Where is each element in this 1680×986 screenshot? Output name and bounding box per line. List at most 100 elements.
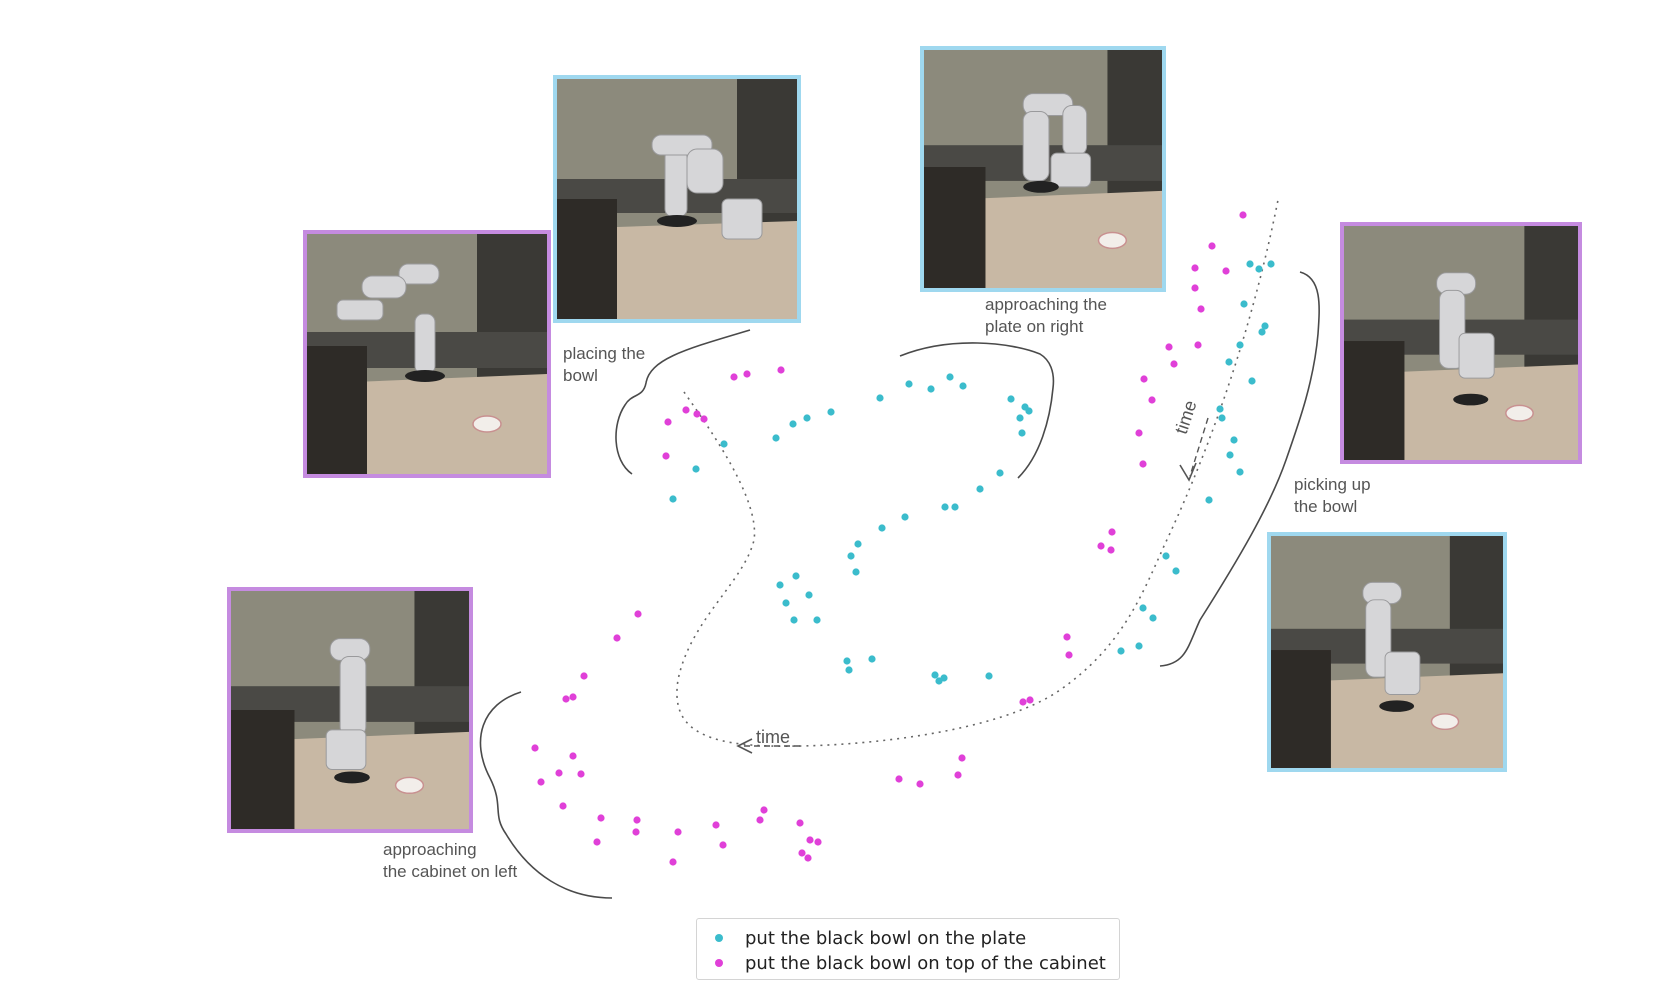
- point-cabinet-49: [796, 819, 804, 827]
- point-plate-14: [1016, 414, 1024, 422]
- frame-placing-bowl-left: [303, 230, 551, 478]
- point-plate-45: [1236, 341, 1244, 349]
- point-cabinet-6: [1165, 343, 1173, 351]
- point-cabinet-2: [1191, 264, 1199, 272]
- label-approaching-plate-line2: plate on right: [985, 317, 1084, 336]
- point-cabinet-51: [814, 838, 822, 846]
- point-plate-9: [927, 385, 935, 393]
- point-cabinet-42: [632, 828, 640, 836]
- time-arrow-right-head: [1179, 462, 1197, 482]
- point-cabinet-34: [569, 752, 577, 760]
- point-plate-50: [1218, 414, 1226, 422]
- point-cabinet-22: [777, 366, 785, 374]
- point-cabinet-39: [597, 814, 605, 822]
- point-cabinet-40: [633, 816, 641, 824]
- point-plate-46: [1258, 328, 1266, 336]
- point-plate-3: [772, 434, 780, 442]
- time-trajectory: [676, 199, 1279, 747]
- point-cabinet-32: [562, 695, 570, 703]
- point-cabinet-53: [804, 854, 812, 862]
- point-plate-4: [789, 420, 797, 428]
- point-plate-18: [976, 485, 984, 493]
- point-plate-43: [1240, 300, 1248, 308]
- point-plate-28: [805, 591, 813, 599]
- brace-placing-bowl: [615, 329, 751, 475]
- point-cabinet-31: [569, 693, 577, 701]
- point-cabinet-9: [1140, 375, 1148, 383]
- point-plate-55: [1172, 567, 1180, 575]
- brace-approaching-cabinet: [479, 691, 613, 899]
- point-plate-39: [1236, 468, 1244, 476]
- point-plate-53: [1205, 496, 1213, 504]
- point-cabinet-28: [634, 610, 642, 618]
- point-plate-44: [1261, 322, 1269, 330]
- point-cabinet-46: [719, 841, 727, 849]
- point-cabinet-27: [662, 452, 670, 460]
- point-plate-21: [901, 513, 909, 521]
- frame-approaching-plate: [920, 46, 1166, 292]
- point-cabinet-26: [700, 415, 708, 423]
- label-approaching-plate: approaching the plate on right: [985, 294, 1107, 338]
- label-time-bottom: time: [756, 727, 791, 747]
- brace-picking-up: [1159, 271, 1320, 667]
- point-plate-6: [827, 408, 835, 416]
- legend-marker-cabinet: [715, 959, 723, 967]
- point-cabinet-43: [674, 828, 682, 836]
- point-cabinet-38: [559, 802, 567, 810]
- label-approaching-cabinet-line1: approaching: [383, 840, 477, 859]
- point-plate-0: [669, 495, 677, 503]
- point-plate-19: [951, 503, 959, 511]
- point-plate-35: [931, 671, 939, 679]
- point-cabinet-36: [577, 770, 585, 778]
- legend: put the black bowl on the plate put the …: [696, 918, 1120, 980]
- point-cabinet-12: [1139, 460, 1147, 468]
- point-plate-59: [1135, 642, 1143, 650]
- point-plate-54: [1162, 552, 1170, 560]
- label-picking-up-line1: picking up: [1294, 475, 1371, 494]
- point-plate-42: [1267, 260, 1275, 268]
- point-plate-29: [782, 599, 790, 607]
- frame-picking-up-blue: [1267, 532, 1507, 772]
- point-plate-32: [843, 657, 851, 665]
- point-cabinet-15: [1107, 546, 1115, 554]
- point-plate-2: [720, 440, 728, 448]
- point-cabinet-3: [1222, 267, 1230, 275]
- point-cabinet-29: [613, 634, 621, 642]
- point-cabinet-35: [555, 769, 563, 777]
- point-cabinet-21: [743, 370, 751, 378]
- point-cabinet-57: [958, 754, 966, 762]
- point-cabinet-55: [916, 780, 924, 788]
- point-plate-25: [852, 568, 860, 576]
- point-cabinet-24: [682, 406, 690, 414]
- point-plate-51: [1230, 436, 1238, 444]
- point-plate-47: [1225, 358, 1233, 366]
- point-plate-48: [1248, 377, 1256, 385]
- point-cabinet-8: [1170, 360, 1178, 368]
- point-plate-23: [854, 540, 862, 548]
- point-plate-57: [1149, 614, 1157, 622]
- time-arrow-right: [1189, 417, 1209, 477]
- point-plate-16: [1018, 429, 1026, 437]
- point-cabinet-11: [1135, 429, 1143, 437]
- point-plate-31: [813, 616, 821, 624]
- label-approaching-cabinet: approaching the cabinet on left: [383, 839, 517, 883]
- label-placing-bowl-line2: bowl: [563, 366, 598, 385]
- point-plate-10: [946, 373, 954, 381]
- point-cabinet-18: [1019, 698, 1027, 706]
- point-plate-26: [792, 572, 800, 580]
- point-cabinet-54: [895, 775, 903, 783]
- legend-marker-plate: [715, 934, 723, 942]
- point-cabinet-56: [954, 771, 962, 779]
- point-plate-22: [878, 524, 886, 532]
- point-cabinet-41: [593, 838, 601, 846]
- time-arrow-bottom-head: [736, 738, 753, 754]
- point-cabinet-47: [756, 816, 764, 824]
- point-plate-17: [996, 469, 1004, 477]
- point-plate-34: [868, 655, 876, 663]
- point-cabinet-4: [1191, 284, 1199, 292]
- point-plate-33: [845, 666, 853, 674]
- point-cabinet-52: [798, 849, 806, 857]
- point-plate-20: [941, 503, 949, 511]
- point-plate-58: [1117, 647, 1125, 655]
